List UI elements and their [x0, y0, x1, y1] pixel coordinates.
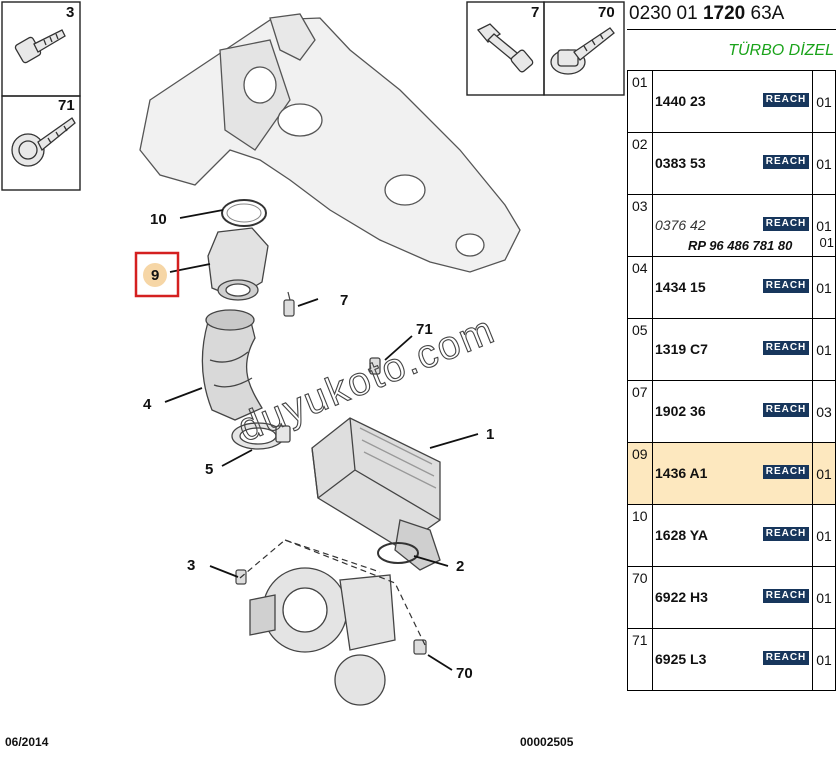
footer-date: 06/2014 — [5, 735, 49, 749]
footer-number: 00002505 — [520, 735, 574, 749]
callout-1: 1 — [486, 426, 494, 443]
engine-cover — [139, 13, 521, 273]
inset-label-71: 71 — [58, 97, 75, 114]
intercooler-1 — [311, 357, 441, 571]
o-ring-2 — [377, 542, 419, 564]
assembly-lines — [239, 539, 426, 646]
callout-9[interactable]: 9 — [151, 267, 159, 284]
callout-4: 4 — [143, 396, 152, 413]
reach-badge: REACH — [763, 465, 809, 479]
bolt-7-icon — [476, 23, 534, 73]
leader-lines — [164, 209, 479, 671]
reach-badge: REACH — [763, 155, 809, 169]
part-row-03[interactable]: 03 0376 42 REACH 01 RP 96 486 781 80 01 — [628, 195, 835, 257]
reach-badge: REACH — [763, 279, 809, 293]
callout-7: 7 — [340, 292, 348, 309]
reach-badge: REACH — [763, 527, 809, 541]
replacement-ref: RP 96 486 781 80 — [688, 238, 793, 253]
part-row-09-selected[interactable]: 09 1436 A1 REACH 01 — [628, 443, 835, 505]
bolt-7-diagram — [283, 291, 295, 317]
adapter-9 — [207, 227, 269, 301]
bolt-70-diagram — [413, 639, 427, 655]
diagram-canvas: 10 7 71 4 1 5 3 2 70 9 3 71 7 70 duyukot… — [1, 1, 625, 706]
reach-badge: REACH — [763, 651, 809, 665]
parts-panel: 0230 01 1720 63A TÜRBO DİZEL 01 1440 23 … — [627, 0, 836, 753]
callout-2: 2 — [456, 558, 464, 575]
part-row-10[interactable]: 10 1628 YA REACH 01 — [628, 505, 835, 567]
reach-badge: REACH — [763, 341, 809, 355]
hose-4 — [201, 309, 263, 421]
inset-label-7: 7 — [531, 4, 539, 21]
reach-badge: REACH — [763, 217, 809, 231]
callout-3: 3 — [187, 557, 195, 574]
part-group-code: 0230 01 1720 63A — [629, 3, 785, 24]
o-ring-10 — [221, 199, 267, 227]
inset-box-70 — [543, 1, 625, 96]
bolt-3-icon — [14, 29, 66, 64]
screw-71-icon — [11, 117, 76, 167]
part-row-70[interactable]: 70 6922 H3 REACH 01 — [628, 567, 835, 629]
part-row-07[interactable]: 07 1902 36 REACH 03 — [628, 381, 835, 443]
part-row-01[interactable]: 01 1440 23 REACH 01 — [628, 71, 835, 133]
inset-label-70: 70 — [598, 4, 615, 21]
reach-badge: REACH — [763, 93, 809, 107]
panel-header: 0230 01 1720 63A — [627, 0, 836, 30]
callout-10: 10 — [150, 211, 167, 228]
callout-5: 5 — [205, 461, 213, 478]
bolt-70-icon — [550, 27, 615, 75]
highlight-dot-9 — [143, 263, 167, 287]
clamp-5 — [231, 422, 291, 450]
callout-71: 71 — [416, 321, 433, 338]
part-row-05[interactable]: 05 1319 C7 REACH 01 — [628, 319, 835, 381]
callout-70: 70 — [456, 665, 473, 682]
part-row-71[interactable]: 71 6925 L3 REACH 01 — [628, 629, 835, 691]
inset-box-71 — [1, 95, 81, 191]
part-row-02[interactable]: 02 0383 53 REACH 01 — [628, 133, 835, 195]
exploded-parts-diagram: 10 7 71 4 1 5 3 2 70 9 3 71 7 70 duyukot… — [1, 1, 625, 706]
turbocharger — [249, 567, 396, 706]
inset-label-3: 3 — [66, 4, 74, 21]
parts-list: 01 1440 23 REACH 01 02 0383 53 REACH 01 … — [627, 70, 836, 691]
panel-subtitle: TÜRBO DİZEL — [728, 42, 834, 59]
part-row-04[interactable]: 04 1434 15 REACH 01 — [628, 257, 835, 319]
reach-badge: REACH — [763, 589, 809, 603]
reach-badge: REACH — [763, 403, 809, 417]
highlight-box-9 — [134, 251, 180, 298]
